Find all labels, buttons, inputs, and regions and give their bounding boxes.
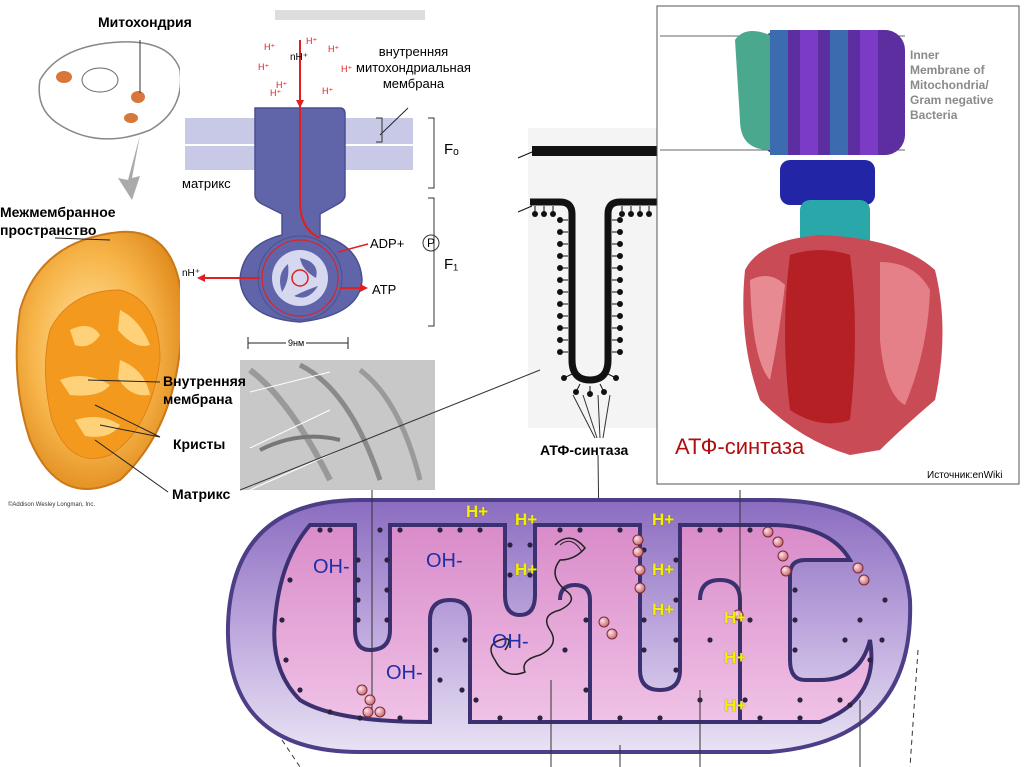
- h-label-3: H+: [515, 560, 538, 579]
- atp-synthase-title: АТФ-синтаза: [675, 434, 805, 459]
- orange-mitochondrion: [15, 230, 184, 493]
- nh-out-label: nH⁺: [182, 268, 201, 279]
- oh-label-1: OH-: [313, 556, 350, 578]
- cell-sketch: [38, 40, 182, 200]
- h-label-7: H+: [724, 608, 747, 627]
- h-label-9: H+: [724, 696, 747, 715]
- membrane-particles: [279, 527, 888, 721]
- nh-top-label: nH⁺: [290, 52, 309, 63]
- protein-panel: [656, 5, 1020, 485]
- oh-label-4: OH-: [492, 631, 529, 653]
- mitochondria-label: Митохондрия: [98, 14, 192, 30]
- h-label-1: H+: [466, 502, 489, 521]
- h-plus-1: H⁺: [264, 42, 276, 52]
- oh-label-3: OH-: [386, 662, 423, 684]
- matrix-text: матрикс: [182, 176, 231, 191]
- h-label-2: H+: [515, 510, 538, 529]
- h-plus-6: H⁺: [276, 80, 288, 90]
- matrix-label: Матрикс: [172, 486, 231, 502]
- adp-label: ADP+: [370, 236, 405, 251]
- h-label-5: H+: [652, 560, 675, 579]
- atp-synthase-schematic: [180, 0, 440, 360]
- scale-label: 9нм: [286, 338, 307, 348]
- cristae-label: Кристы: [173, 436, 226, 452]
- fo-label: Fₒ: [444, 141, 459, 158]
- em-photo: [240, 360, 435, 491]
- bottom-mitochondrion: [225, 490, 919, 767]
- oh-label-2: OH-: [426, 550, 463, 572]
- h-label-8: H+: [724, 648, 747, 667]
- source-label: Источник:enWiki: [927, 470, 1003, 481]
- intermembrane-label: Межмембранное пространство: [0, 204, 116, 238]
- h-plus-3: H⁺: [328, 44, 340, 54]
- h-label-6: H+: [652, 600, 675, 619]
- copyright-text: ©Addison Wesley Longman, Inc.: [8, 502, 96, 508]
- inner-membrane-text: внутренняя митохондриальная мембрана: [356, 44, 471, 91]
- atp-label: ATP: [372, 282, 397, 297]
- h-label-4: H+: [652, 510, 675, 529]
- f1-label: F₁: [444, 256, 459, 273]
- h-plus-7: H⁺: [270, 88, 282, 98]
- h-plus-2: H⁺: [306, 36, 318, 46]
- crista-knobs: [532, 206, 652, 397]
- atp-synthase-label: АТФ-синтаза: [540, 442, 629, 458]
- inner-membrane-note: Inner Membrane of Mitochondria/ Gram neg…: [910, 48, 994, 122]
- h-plus-4: H⁺: [258, 62, 270, 72]
- h-plus-8: H⁺: [322, 86, 334, 96]
- atp-synthase-balls: [356, 526, 870, 718]
- inner-membrane-label: Внутренняя мембрана: [163, 373, 246, 407]
- h-plus-5: H⁺: [341, 64, 353, 74]
- phosphate-label: P: [427, 236, 436, 250]
